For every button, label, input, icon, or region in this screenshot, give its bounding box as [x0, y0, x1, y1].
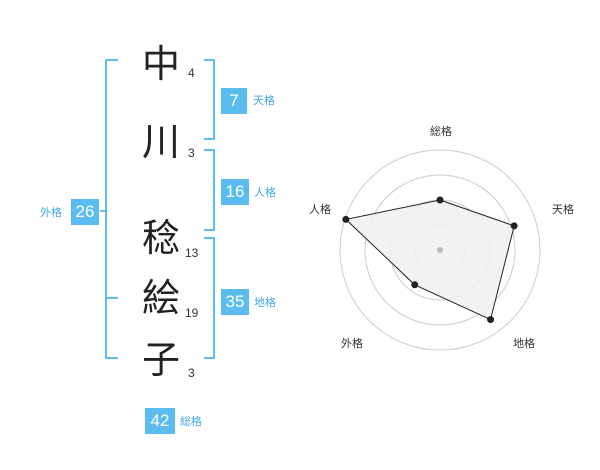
radar-label-tenkaku: 天格 — [552, 203, 574, 216]
jinkaku-label: 人格 — [254, 186, 276, 199]
radar-point-3 — [411, 281, 419, 289]
stroke-count-4: 19 — [185, 306, 199, 320]
radar-point-4 — [342, 215, 350, 223]
stroke-count-1: 4 — [188, 66, 195, 80]
chikaku-label: 地格 — [254, 296, 276, 309]
radar-label-soukaku: 総格 — [430, 125, 452, 138]
name-char-3: 稔 — [141, 216, 180, 260]
radar-grid-ring — [339, 149, 541, 351]
gaikaku-value-badge: 26 — [71, 199, 99, 225]
stroke-count-2: 3 — [188, 146, 195, 160]
radar-label-chikaku: 地格 — [513, 337, 535, 350]
tenkaku-value-badge: 7 — [221, 88, 247, 114]
soukaku-label: 総格 — [180, 415, 202, 428]
jinkaku-value-badge: 16 — [221, 179, 249, 205]
stroke-count-3: 13 — [185, 246, 199, 260]
name-char-2: 川 — [141, 120, 180, 164]
radar-point-2 — [487, 316, 495, 324]
radar-grid-ring — [364, 174, 516, 326]
radar-point-0 — [436, 196, 444, 204]
chikaku-bracket — [204, 237, 215, 359]
radar-center-dot — [437, 247, 443, 253]
name-char-4: 絵 — [141, 276, 180, 320]
tenkaku-label: 天格 — [253, 94, 275, 107]
name-char-1: 中 — [141, 42, 180, 86]
radar-label-jinkaku: 人格 — [309, 203, 331, 216]
stroke-count-5: 3 — [188, 366, 195, 380]
radar-value-polygon — [344, 199, 515, 321]
radar-chart — [339, 149, 541, 351]
radar-label-gaikaku: 外格 — [341, 337, 363, 350]
gaikaku-label: 外格 — [40, 206, 62, 219]
chikaku-value-badge: 35 — [221, 289, 249, 315]
tenkaku-bracket — [204, 59, 215, 140]
jinkaku-bracket — [204, 149, 215, 231]
soukaku-value-badge: 42 — [145, 408, 175, 434]
gaikaku-bracket — [105, 59, 118, 359]
radar-point-1 — [510, 222, 518, 230]
name-char-5: 子 — [141, 338, 180, 382]
